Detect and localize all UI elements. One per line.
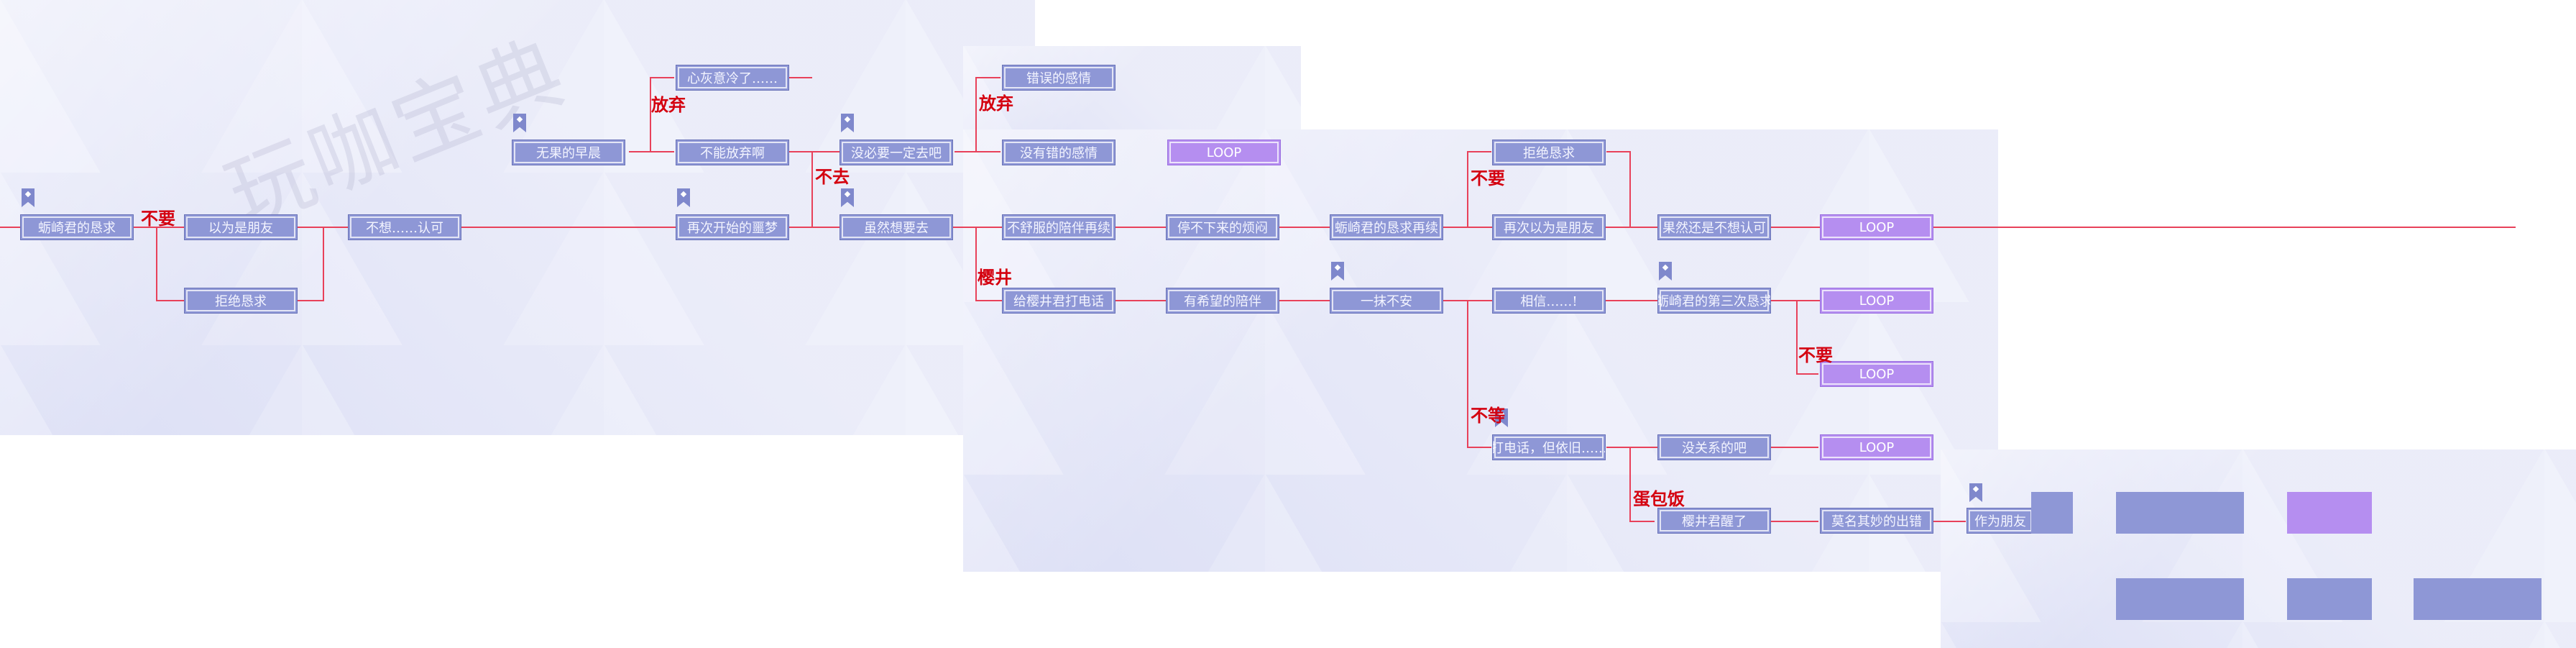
story-node[interactable]: 再次以为是朋友 (1492, 214, 1606, 240)
edge (789, 151, 840, 228)
edge (789, 151, 813, 206)
story-node[interactable]: 拒绝恳求 (184, 288, 298, 314)
edge-label: 不等 (1471, 406, 1505, 426)
redacted-block (2116, 492, 2244, 534)
bookmark-icon (1495, 409, 1508, 427)
edge-label: 不要 (1471, 168, 1505, 188)
story-node[interactable]: 樱井君醒了 (1657, 508, 1771, 534)
diagram-panel-middle (963, 129, 1998, 572)
story-node[interactable]: 无果的早晨 (512, 140, 625, 165)
loop-node[interactable]: LOOP (1820, 361, 1933, 387)
story-node[interactable]: 给樱井君打电话 (1002, 288, 1116, 314)
loop-node[interactable]: LOOP (1820, 214, 1933, 240)
story-node[interactable]: 虽然想要去 (840, 214, 953, 240)
story-node[interactable]: 有希望的陪伴 (1166, 288, 1279, 314)
story-node[interactable]: 拒绝恳求 (1492, 140, 1606, 165)
story-node[interactable]: 不舒服的陪伴再续 (1002, 214, 1116, 240)
story-node[interactable]: 打电话，但依旧…… (1492, 434, 1606, 460)
edge (1606, 447, 1655, 522)
story-node[interactable]: 作为朋友 (1966, 508, 2034, 534)
story-node[interactable]: 蛎崎君的恳求 (20, 214, 134, 240)
story-node[interactable]: 没有错的感情 (1002, 140, 1116, 165)
bookmark-icon (1969, 483, 1982, 502)
diagram-panel-right (1941, 450, 2576, 648)
story-node[interactable]: 没关系的吧 (1657, 434, 1771, 460)
story-node[interactable]: 莫名其妙的出错 (1820, 508, 1933, 534)
story-node[interactable]: 不想……认可 (348, 214, 461, 240)
story-node[interactable]: 停不下来的烦闷 (1166, 214, 1279, 240)
edge-label: 放弃 (651, 95, 686, 115)
bookmark-icon (841, 114, 854, 132)
story-node[interactable]: 以为是朋友 (184, 214, 298, 240)
edge-label: 不要 (1798, 345, 1833, 365)
story-node[interactable]: 一抹不安 (1330, 288, 1443, 314)
story-node[interactable]: 错误的感情 (1002, 65, 1116, 91)
bookmark-icon (841, 188, 854, 207)
edge-label: 不去 (815, 167, 850, 187)
bookmark-icon (513, 114, 526, 132)
loop-node[interactable]: LOOP (1820, 434, 1933, 460)
story-node[interactable]: 相信……! (1492, 288, 1606, 314)
story-node[interactable]: 蛎崎君的恳求再续 (1330, 214, 1443, 240)
edge-label: 放弃 (979, 93, 1013, 114)
edge (1446, 300, 1491, 448)
story-node[interactable]: 不能放弃啊 (676, 140, 789, 165)
edge (141, 227, 324, 301)
edge (975, 227, 1000, 301)
edge (954, 77, 1000, 152)
edge (629, 77, 674, 152)
redacted-block (2116, 578, 2244, 620)
edge-label: 樱井 (978, 268, 1012, 288)
edge-label: 蛋包饭 (1633, 489, 1685, 509)
redacted-block (2287, 492, 2372, 534)
edge (1446, 151, 1491, 228)
edge-label: 不要 (141, 209, 175, 229)
redacted-block (2414, 578, 2542, 620)
bookmark-icon (1331, 262, 1344, 280)
story-node[interactable]: 心灰意冷了…… (676, 65, 789, 91)
bookmark-icon (1659, 262, 1672, 280)
story-node[interactable]: 蛎崎君的第三次恳求 (1657, 288, 1771, 314)
story-node[interactable]: 没必要一定去吧 (840, 140, 953, 165)
redacted-block (2287, 578, 2372, 620)
bookmark-icon (22, 188, 34, 207)
story-node[interactable]: 再次开始的噩梦 (676, 214, 789, 240)
story-node[interactable]: 果然还是不想认可 (1657, 214, 1771, 240)
redacted-block (2031, 492, 2073, 534)
edge (1606, 151, 1631, 227)
loop-node[interactable]: LOOP (1820, 288, 1933, 314)
edge (1796, 301, 1818, 375)
bookmark-icon (677, 188, 690, 207)
loop-node[interactable]: LOOP (1167, 140, 1281, 165)
